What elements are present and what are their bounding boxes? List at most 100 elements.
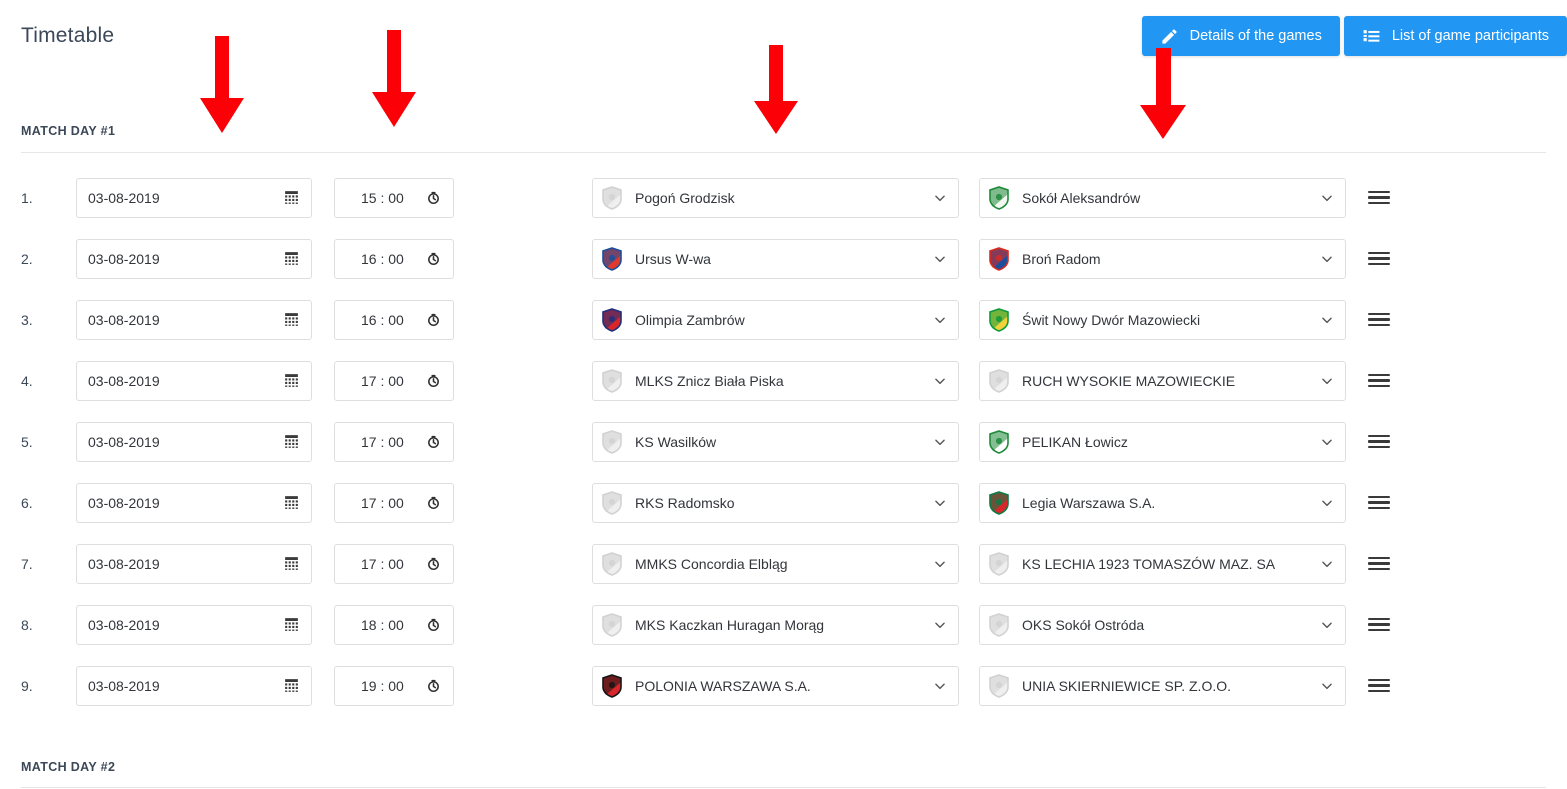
home-team-select[interactable]: MKS Kaczkan Huragan Morąg xyxy=(592,604,959,645)
chevron-down-icon[interactable] xyxy=(1320,557,1334,571)
drag-handle-icon[interactable] xyxy=(1368,554,1390,574)
home-team-select[interactable]: MMKS Concordia Elbląg xyxy=(592,543,959,584)
arrow-to-details-button xyxy=(1138,48,1188,142)
drag-handle-icon[interactable] xyxy=(1368,493,1390,513)
chevron-down-icon[interactable] xyxy=(933,496,947,510)
chevron-down-icon[interactable] xyxy=(933,435,947,449)
drag-handle-icon[interactable] xyxy=(1368,310,1390,330)
home-team-select[interactable]: Ursus W-wa xyxy=(592,238,959,279)
away-team-select[interactable]: OKS Sokół Ostróda xyxy=(979,604,1346,645)
match-date-input[interactable]: 03-08-2019 xyxy=(76,482,312,523)
details-of-the-games-button[interactable]: Details of the games xyxy=(1141,16,1340,56)
match-date-input[interactable]: 03-08-2019 xyxy=(76,360,312,401)
home-team-select[interactable]: Pogoń Grodzisk xyxy=(592,177,959,218)
away-team-select[interactable]: Broń Radom xyxy=(979,238,1346,279)
match-date-input[interactable]: 03-08-2019 xyxy=(76,177,312,218)
away-team-select[interactable]: KS LECHIA 1923 TOMASZÓW MAZ. SA xyxy=(979,543,1346,584)
clock-icon[interactable] xyxy=(425,372,442,389)
home-team-select[interactable]: MLKS Znicz Biała Piska xyxy=(592,360,959,401)
match-time-value: 19 : 00 xyxy=(361,677,404,694)
chevron-down-icon[interactable] xyxy=(1320,679,1334,693)
chevron-down-icon[interactable] xyxy=(1320,374,1334,388)
home-team-label: Olimpia Zambrów xyxy=(635,311,745,328)
chevron-down-icon[interactable] xyxy=(1320,435,1334,449)
chevron-down-icon[interactable] xyxy=(933,313,947,327)
clock-icon[interactable] xyxy=(425,677,442,694)
match-row: 8. 03-08-2019 18 : 00 MKS Kaczkan Huragan M… xyxy=(0,594,1567,655)
calendar-icon[interactable] xyxy=(283,677,300,694)
calendar-icon[interactable] xyxy=(283,616,300,633)
chevron-down-icon[interactable] xyxy=(1320,313,1334,327)
match-date-input[interactable]: 03-08-2019 xyxy=(76,421,312,462)
chevron-down-icon[interactable] xyxy=(1320,191,1334,205)
match-day-2-heading: MATCH DAY #2 xyxy=(21,760,116,774)
match-date-input[interactable]: 03-08-2019 xyxy=(76,238,312,279)
chevron-down-icon[interactable] xyxy=(933,374,947,388)
clock-icon[interactable] xyxy=(425,494,442,511)
calendar-icon[interactable] xyxy=(283,311,300,328)
match-time-input[interactable]: 19 : 00 xyxy=(334,665,454,706)
match-date-input[interactable]: 03-08-2019 xyxy=(76,604,312,645)
chevron-down-icon[interactable] xyxy=(933,557,947,571)
clock-icon[interactable] xyxy=(425,311,442,328)
home-team-label: RKS Radomsko xyxy=(635,494,735,511)
match-time-input[interactable]: 17 : 00 xyxy=(334,543,454,584)
home-team-select[interactable]: Olimpia Zambrów xyxy=(592,299,959,340)
match-time-input[interactable]: 16 : 00 xyxy=(334,238,454,279)
match-time-input[interactable]: 17 : 00 xyxy=(334,360,454,401)
match-date-input[interactable]: 03-08-2019 xyxy=(76,299,312,340)
chevron-down-icon[interactable] xyxy=(933,618,947,632)
match-row-number: 7. xyxy=(21,555,33,572)
team-crest-icon xyxy=(602,246,622,271)
details-of-the-games-label: Details of the games xyxy=(1189,28,1322,44)
calendar-icon[interactable] xyxy=(283,494,300,511)
chevron-down-icon[interactable] xyxy=(933,679,947,693)
team-crest-icon xyxy=(989,490,1009,515)
match-date-input[interactable]: 03-08-2019 xyxy=(76,543,312,584)
drag-handle-icon[interactable] xyxy=(1368,371,1390,391)
clock-icon[interactable] xyxy=(425,189,442,206)
drag-handle-icon[interactable] xyxy=(1368,432,1390,452)
clock-icon[interactable] xyxy=(425,433,442,450)
home-team-select[interactable]: POLONIA WARSZAWA S.A. xyxy=(592,665,959,706)
chevron-down-icon[interactable] xyxy=(1320,496,1334,510)
match-date-input[interactable]: 03-08-2019 xyxy=(76,665,312,706)
match-time-input[interactable]: 15 : 00 xyxy=(334,177,454,218)
home-team-select[interactable]: RKS Radomsko xyxy=(592,482,959,523)
drag-handle-icon[interactable] xyxy=(1368,188,1390,208)
calendar-icon[interactable] xyxy=(283,433,300,450)
away-team-select[interactable]: UNIA SKIERNIEWICE SP. Z.O.O. xyxy=(979,665,1346,706)
chevron-down-icon[interactable] xyxy=(933,191,947,205)
match-row-number: 6. xyxy=(21,494,33,511)
away-team-select[interactable]: Legia Warszawa S.A. xyxy=(979,482,1346,523)
match-time-input[interactable]: 18 : 00 xyxy=(334,604,454,645)
calendar-icon[interactable] xyxy=(283,189,300,206)
match-time-input[interactable]: 17 : 00 xyxy=(334,421,454,462)
chevron-down-icon[interactable] xyxy=(1320,618,1334,632)
chevron-down-icon[interactable] xyxy=(933,252,947,266)
clock-icon[interactable] xyxy=(425,555,442,572)
clock-icon[interactable] xyxy=(425,616,442,633)
calendar-icon[interactable] xyxy=(283,555,300,572)
match-time-input[interactable]: 17 : 00 xyxy=(334,482,454,523)
away-team-select[interactable]: PELIKAN Łowicz xyxy=(979,421,1346,462)
drag-handle-icon[interactable] xyxy=(1368,676,1390,696)
home-team-select[interactable]: KS Wasilków xyxy=(592,421,959,462)
calendar-icon[interactable] xyxy=(283,250,300,267)
team-crest-icon xyxy=(989,673,1009,698)
away-team-select[interactable]: RUCH WYSOKIE MAZOWIECKIE xyxy=(979,360,1346,401)
chevron-down-icon[interactable] xyxy=(1320,252,1334,266)
calendar-icon[interactable] xyxy=(283,372,300,389)
away-team-select[interactable]: Świt Nowy Dwór Mazowiecki xyxy=(979,299,1346,340)
list-of-game-participants-button[interactable]: List of game participants xyxy=(1343,16,1567,56)
match-time-input[interactable]: 16 : 00 xyxy=(334,299,454,340)
clock-icon[interactable] xyxy=(425,250,442,267)
match-time-value: 17 : 00 xyxy=(361,494,404,511)
away-team-label: Broń Radom xyxy=(1022,250,1101,267)
drag-handle-icon[interactable] xyxy=(1368,615,1390,635)
drag-handle-icon[interactable] xyxy=(1368,249,1390,269)
match-row-number: 8. xyxy=(21,616,33,633)
away-team-select[interactable]: Sokół Aleksandrów xyxy=(979,177,1346,218)
team-crest-icon xyxy=(989,429,1009,454)
